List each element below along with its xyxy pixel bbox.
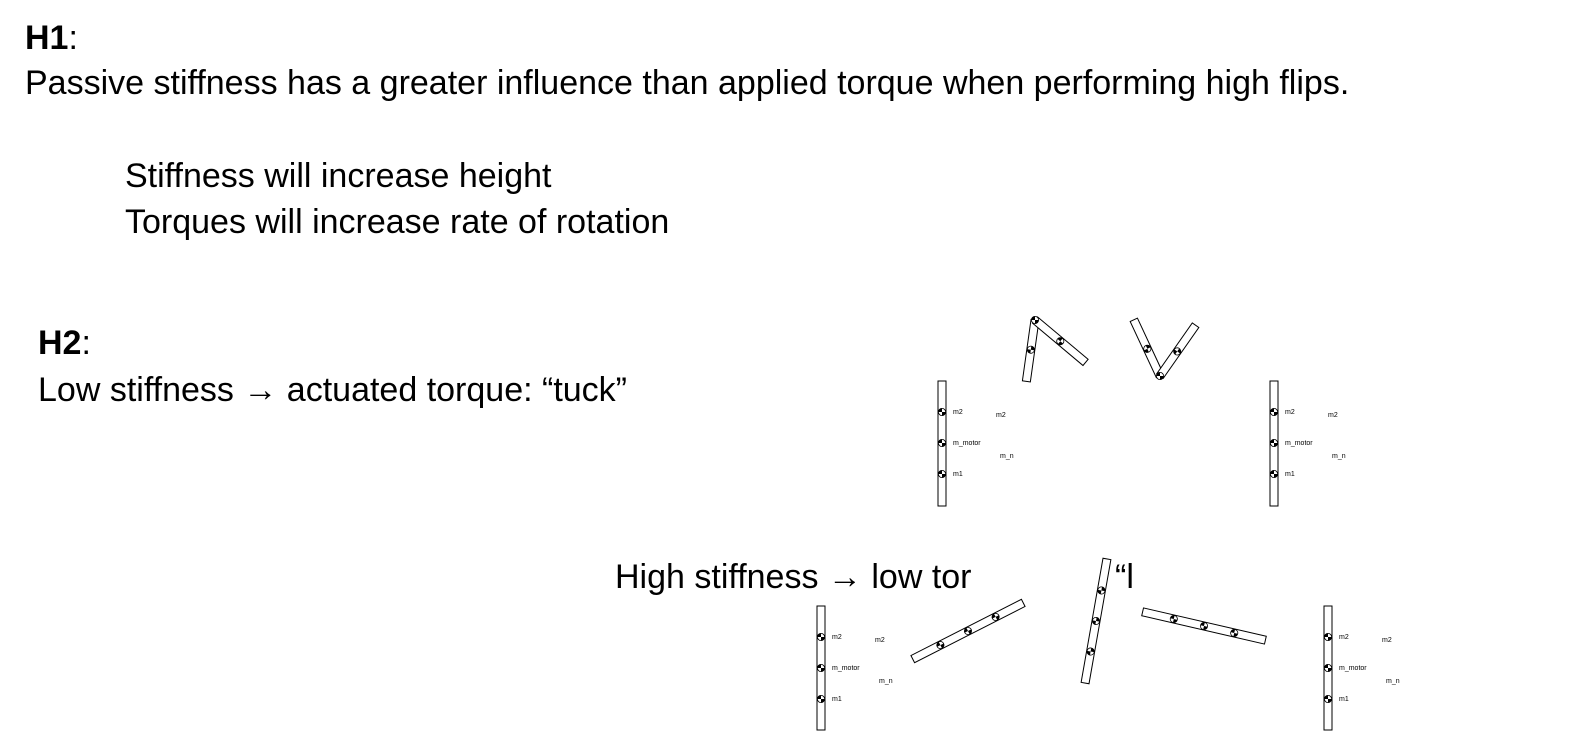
h1-point-stiffness: Stiffness will increase height xyxy=(125,157,552,195)
label-m2: m2 xyxy=(832,634,842,641)
h2-heading: H2: xyxy=(38,323,91,363)
h2-high-stiffness-tail: “l xyxy=(1115,558,1134,596)
h1-statement: Passive stiffness has a greater influenc… xyxy=(25,64,1350,102)
robot-standing-top-right: m2 m_motor m1 m2 m_n xyxy=(1269,380,1346,507)
label-m1: m1 xyxy=(1285,471,1295,478)
label-m1: m1 xyxy=(1339,696,1349,703)
robot-layout-flight-1 xyxy=(910,598,1026,664)
label-m2-ghost: m2 xyxy=(1328,412,1338,419)
robot-layout-flight-3 xyxy=(1141,607,1267,645)
robot-standing-bottom-left: m2 m_motor m1 m2 m_n xyxy=(816,605,893,731)
h1-colon: : xyxy=(68,19,78,57)
label-m-n: m_n xyxy=(1386,678,1400,685)
h2-low-stiffness: Low stiffness → actuated torque: “tuck” xyxy=(38,371,627,409)
label-m-n: m_n xyxy=(879,678,893,685)
label-m1: m1 xyxy=(953,471,963,478)
robot-standing-top-left: m2 m_motor m1 m2 m_n xyxy=(937,380,1014,507)
label-m-motor: m_motor xyxy=(832,665,860,672)
h2-high-stiffness: High stiffness → low tor xyxy=(615,558,972,596)
label-m-n: m_n xyxy=(1332,453,1346,460)
label-m2: m2 xyxy=(1339,634,1349,641)
label-m2: m2 xyxy=(1285,409,1295,416)
label-m1: m1 xyxy=(832,696,842,703)
label-m2-ghost: m2 xyxy=(875,637,885,644)
robot-layout-flight-2 xyxy=(1080,557,1112,685)
h1-heading: H1: xyxy=(25,18,78,58)
h2-label: H2 xyxy=(38,324,82,362)
robot-standing-bottom-right: m2 m_motor m1 m2 m_n xyxy=(1323,605,1400,731)
label-m-motor: m_motor xyxy=(953,440,981,447)
label-m2-ghost: m2 xyxy=(996,412,1006,419)
label-m-motor: m_motor xyxy=(1285,440,1313,447)
h2-colon: : xyxy=(81,324,91,362)
h1-point-torque: Torques will increase rate of rotation xyxy=(125,203,670,241)
label-m-n: m_n xyxy=(1000,453,1014,460)
h1-label: H1 xyxy=(25,19,69,57)
label-m2: m2 xyxy=(953,409,963,416)
robot-tuck-flight-2 xyxy=(1129,317,1200,381)
robot-tuck-flight-1 xyxy=(1021,315,1089,383)
label-m-motor: m_motor xyxy=(1339,665,1367,672)
label-m2-ghost: m2 xyxy=(1382,637,1392,644)
